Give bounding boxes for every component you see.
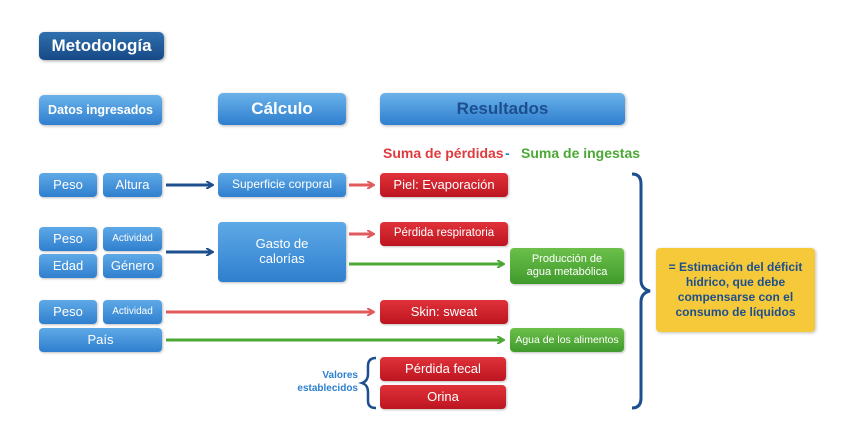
results-brace <box>631 172 651 410</box>
input-genero: Género <box>103 254 162 278</box>
result-agua-alimentos: Agua de los alimentos <box>510 328 624 352</box>
calc-superficie-corporal: Superficie corporal <box>218 173 346 197</box>
calc-gasto-calorias: Gasto de calorías <box>218 222 346 282</box>
input-pais: País <box>39 328 162 352</box>
header-datos-ingresados: Datos ingresados <box>39 95 162 125</box>
header-calculo: Cálculo <box>218 93 346 125</box>
result-orina: Orina <box>380 385 506 409</box>
page-title: Metodología <box>39 32 164 60</box>
legend-minus: - <box>505 145 510 161</box>
result-piel-evaporacion: Piel: Evaporación <box>380 173 508 197</box>
conclusion-deficit-hidrico: = Estimación del déficit hídrico, que de… <box>656 248 815 332</box>
valores-brace <box>358 356 377 410</box>
result-skin-sweat: Skin: sweat <box>380 300 508 324</box>
input-peso-3: Peso <box>39 300 97 324</box>
header-resultados: Resultados <box>380 93 625 125</box>
input-actividad-2: Actividad <box>103 300 162 324</box>
result-produccion-agua-metabolica: Producción de agua metabólica <box>510 248 624 284</box>
input-peso-1: Peso <box>39 173 97 197</box>
result-perdida-respiratoria: Pérdida respiratoria <box>380 222 508 246</box>
input-peso-2: Peso <box>39 227 97 251</box>
input-altura: Altura <box>103 173 162 197</box>
result-perdida-fecal: Pérdida fecal <box>380 357 506 381</box>
input-edad: Edad <box>39 254 97 278</box>
legend-suma-ingestas: Suma de ingestas <box>521 145 641 161</box>
legend-suma-perdidas: Suma de pérdidas <box>383 145 504 161</box>
valores-establecidos-label: Valores establecidos <box>297 370 358 394</box>
input-actividad-1: Actividad <box>103 227 162 251</box>
